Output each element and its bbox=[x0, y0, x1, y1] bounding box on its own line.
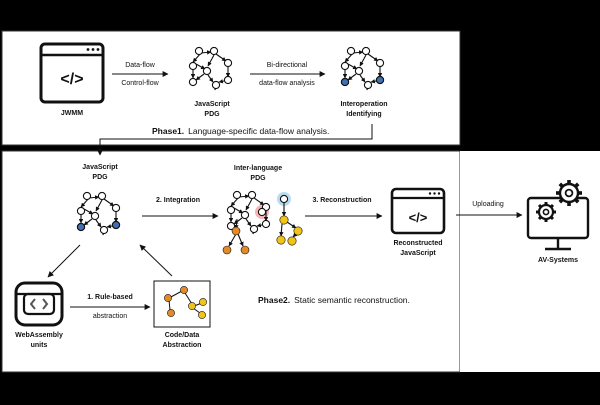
webassembly-icon bbox=[14, 281, 64, 327]
js-pdg-2-label-l1: JavaScript bbox=[82, 164, 118, 171]
js-pdg-2-label-l2: PDG bbox=[92, 174, 108, 181]
jwmm-code-icon: </> bbox=[39, 42, 105, 104]
gear-icon-large bbox=[556, 180, 582, 206]
interop-blue-node-2 bbox=[375, 75, 385, 85]
av-systems-icon bbox=[526, 180, 590, 251]
phase2-caption: Phase2. Static semantic reconstruction. bbox=[258, 295, 410, 305]
recon-label-l1: Reconstructed bbox=[393, 240, 442, 247]
inter-language-pdg-graph bbox=[222, 191, 303, 255]
phase1-caption: Phase1. Language-specific data-flow analy… bbox=[152, 126, 329, 136]
inter-pdg-label-l1: Inter-language bbox=[234, 165, 282, 172]
phase2-text: Static semantic reconstruction. bbox=[294, 295, 410, 305]
inter-pdg-label-l2: PDG bbox=[250, 175, 266, 182]
js-pdg-1-label-l2: PDG bbox=[204, 111, 220, 118]
wasm-label-l2: units bbox=[31, 342, 48, 349]
reconstructed-js-code-icon: </> bbox=[390, 187, 446, 235]
reconstructed-code-glyph: </> bbox=[409, 210, 428, 225]
arrow-pdg-to-wasm bbox=[47, 244, 81, 278]
av-label: AV-Systems bbox=[538, 257, 578, 264]
edge-controlflow-label: Control-flow bbox=[121, 80, 159, 87]
interop-blue-node-1 bbox=[340, 77, 350, 87]
edge-dataflow-label: Data-flow bbox=[125, 62, 156, 69]
phase1-bold: Phase1. bbox=[152, 126, 184, 136]
edge-rule-based-label: 1. Rule-based bbox=[87, 294, 133, 301]
jwmm-label: JWMM bbox=[61, 110, 83, 117]
edge-uploading-label: Uploading bbox=[472, 201, 504, 208]
av-area bbox=[460, 151, 600, 372]
wasm-label-l1: WebAssembly bbox=[15, 332, 63, 339]
edge-reconstruction-label: 3. Reconstruction bbox=[312, 197, 371, 204]
code-label-l1: Code/Data bbox=[165, 332, 200, 339]
edge-abstraction-label: abstraction bbox=[93, 313, 127, 320]
edge-dataflow-analysis-label: data-flow analysis bbox=[259, 80, 315, 87]
phase2-box bbox=[1, 150, 461, 373]
edge-bidirectional-label: Bi-directional bbox=[267, 62, 308, 69]
interop-label-l2: Identifying bbox=[346, 111, 381, 118]
interop-label-l1: Interoperation bbox=[340, 101, 387, 108]
recon-label-l2: JavaScript bbox=[400, 250, 436, 257]
arrow-phase1-to-phase2 bbox=[97, 124, 373, 156]
edge-integration-label: 2. Integration bbox=[156, 197, 200, 204]
phase2-bold: Phase2. bbox=[258, 295, 290, 305]
pdg2-blue-node-2 bbox=[111, 220, 121, 230]
js-pdg-1-label-l1: JavaScript bbox=[194, 101, 230, 108]
pdg2-blue-node-1 bbox=[76, 222, 86, 232]
phase1-text: Language-specific data-flow analysis. bbox=[188, 126, 329, 136]
jwmm-code-glyph: </> bbox=[60, 71, 83, 88]
code-label-l2: Abstraction bbox=[163, 342, 202, 349]
abstraction-graph bbox=[164, 286, 207, 319]
arrow-abstraction-to-pdg bbox=[139, 244, 173, 277]
gear-icon-small bbox=[536, 202, 556, 222]
